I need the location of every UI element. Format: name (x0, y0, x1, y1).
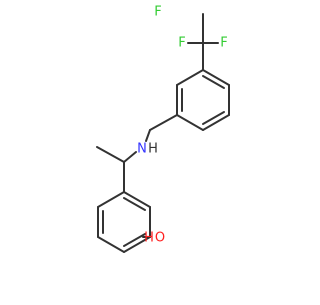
bond-layer (96, 13, 230, 253)
atom-label-fluorine-1: F (154, 5, 161, 20)
bond-lower-ring-double-3 (123, 197, 146, 211)
atom-label-nitrogen-hydrogen: H (148, 142, 158, 157)
structure-drawing: F F F N H H O (96, 5, 230, 253)
bond-upper-ring-double-3 (202, 75, 225, 89)
molecule-structure-diagram: F F F N H H O (96, 5, 230, 253)
atom-label-oxygen: O (155, 231, 165, 246)
bond-upper-ring-1 (176, 69, 204, 86)
bond-lower-ring-3 (97, 236, 125, 253)
bond-nitrogen-to-methine (123, 151, 137, 163)
atom-label-layer: F F F N H H O (137, 5, 228, 246)
bond-methylene-to-nitrogen (145, 129, 151, 142)
bond-lower-ring-6 (123, 191, 151, 208)
bond-lower-ring-1 (97, 191, 125, 208)
bond-upper-ring-3 (176, 114, 204, 131)
bond-ring-to-methylene (149, 114, 178, 131)
bond-lower-ring-4 (123, 236, 151, 253)
bond-upper-ring-double-2 (202, 111, 225, 125)
atom-label-nitrogen: N (137, 142, 147, 157)
atom-label-hydroxyl-hydrogen: H (144, 231, 154, 246)
bond-upper-ring-4 (202, 114, 230, 131)
bond-lower-ring-double-2 (123, 233, 146, 247)
bond-upper-ring-6 (202, 69, 230, 86)
bond-methine-to-methyl (96, 146, 125, 163)
atom-label-fluorine-3: F (220, 36, 227, 51)
atom-label-fluorine-2: F (178, 36, 185, 51)
